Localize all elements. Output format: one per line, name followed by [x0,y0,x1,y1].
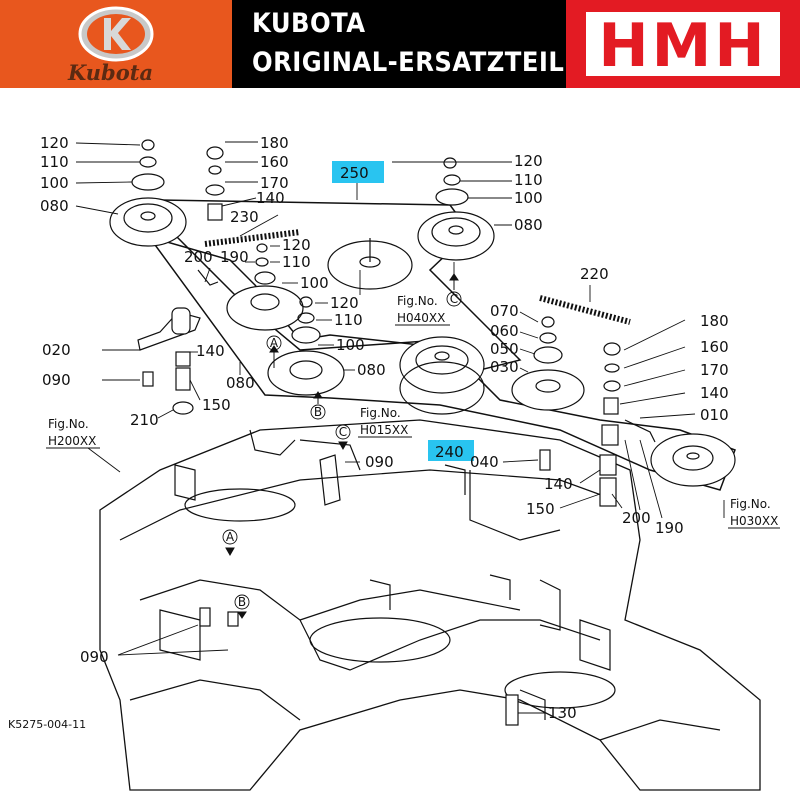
callout-090: 090 [80,648,109,666]
fig-ref-label: Fig.No. [48,417,89,431]
parts-diagram: 120 110 100 080 180 160 170 140 230 250 … [8,134,780,791]
hmh-brand-block: HMH [566,0,800,88]
kubota-logo-icon [78,6,154,62]
callout-010: 010 [700,406,729,424]
kubota-brand-block: Kubota [0,0,232,88]
callout-200: 200 [184,248,213,266]
callout-120: 120 [514,152,543,170]
callout-140: 140 [196,342,225,360]
fig-ref-label: Fig.No. [397,294,438,308]
callout-100: 100 [336,336,365,354]
callout-110: 110 [40,153,69,171]
marker-a: A [270,336,279,350]
callout-090: 090 [42,371,71,389]
highlight-240 [428,440,474,461]
callout-140: 140 [544,475,573,493]
callout-190: 190 [655,519,684,537]
callout-240: 240 [435,443,464,461]
fig-ref-label: Fig.No. [360,406,401,420]
callout-150: 150 [526,500,555,518]
page-header: Kubota KUBOTA ORIGINAL-ERSATZTEILE HMH [0,0,800,88]
callout-080: 080 [226,374,255,392]
highlight-250 [332,161,384,183]
callout-160: 160 [260,153,289,171]
callout-190: 190 [220,248,249,266]
callout-140: 140 [700,384,729,402]
callout-120: 120 [40,134,69,152]
callout-250: 250 [340,164,369,182]
callout-230: 230 [230,208,259,226]
marker-b: B [314,405,322,419]
callout-110: 110 [334,311,363,329]
kubota-wordmark: Kubota [68,60,154,85]
callout-080: 080 [40,197,69,215]
fig-ref-code: H030XX [730,514,778,528]
callout-110: 110 [282,253,311,271]
callout-110: 110 [514,171,543,189]
title-block: KUBOTA ORIGINAL-ERSATZTEILE [232,0,581,88]
marker-a: A [226,530,235,544]
callout-090: 090 [365,453,394,471]
callout-070: 070 [490,302,519,320]
drawing-code: K5275-004-11 [8,718,86,731]
header-title-line1: KUBOTA [252,8,366,39]
callout-100: 100 [300,274,329,292]
fig-ref-code: H040XX [397,311,445,325]
callout-030: 030 [490,358,519,376]
callout-080: 080 [514,216,543,234]
header-title-line2: ORIGINAL-ERSATZTEILE [252,47,582,78]
callout-180: 180 [260,134,289,152]
hmh-logo-text: HMH [598,11,767,81]
callout-050: 050 [490,340,519,358]
fig-ref-code: H200XX [48,434,96,448]
callout-020: 020 [42,341,71,359]
hmh-logo-icon: HMH [586,11,780,81]
callout-130: 130 [548,704,577,722]
callout-170: 170 [260,174,289,192]
callout-120: 120 [330,294,359,312]
callout-120: 120 [282,236,311,254]
callout-080: 080 [357,361,386,379]
callout-200: 200 [622,509,651,527]
callout-100: 100 [514,189,543,207]
marker-b: B [238,595,246,609]
callout-220: 220 [580,265,609,283]
callout-100: 100 [40,174,69,192]
callout-140: 140 [256,189,285,207]
callout-170: 170 [700,361,729,379]
marker-c: C [339,425,347,439]
callout-180: 180 [700,312,729,330]
marker-c: C [450,292,458,306]
callout-060: 060 [490,322,519,340]
callout-210: 210 [130,411,159,429]
callout-160: 160 [700,338,729,356]
callout-040: 040 [470,453,499,471]
fig-ref-code: H015XX [360,423,408,437]
fig-ref-label: Fig.No. [730,497,771,511]
callout-150: 150 [202,396,231,414]
